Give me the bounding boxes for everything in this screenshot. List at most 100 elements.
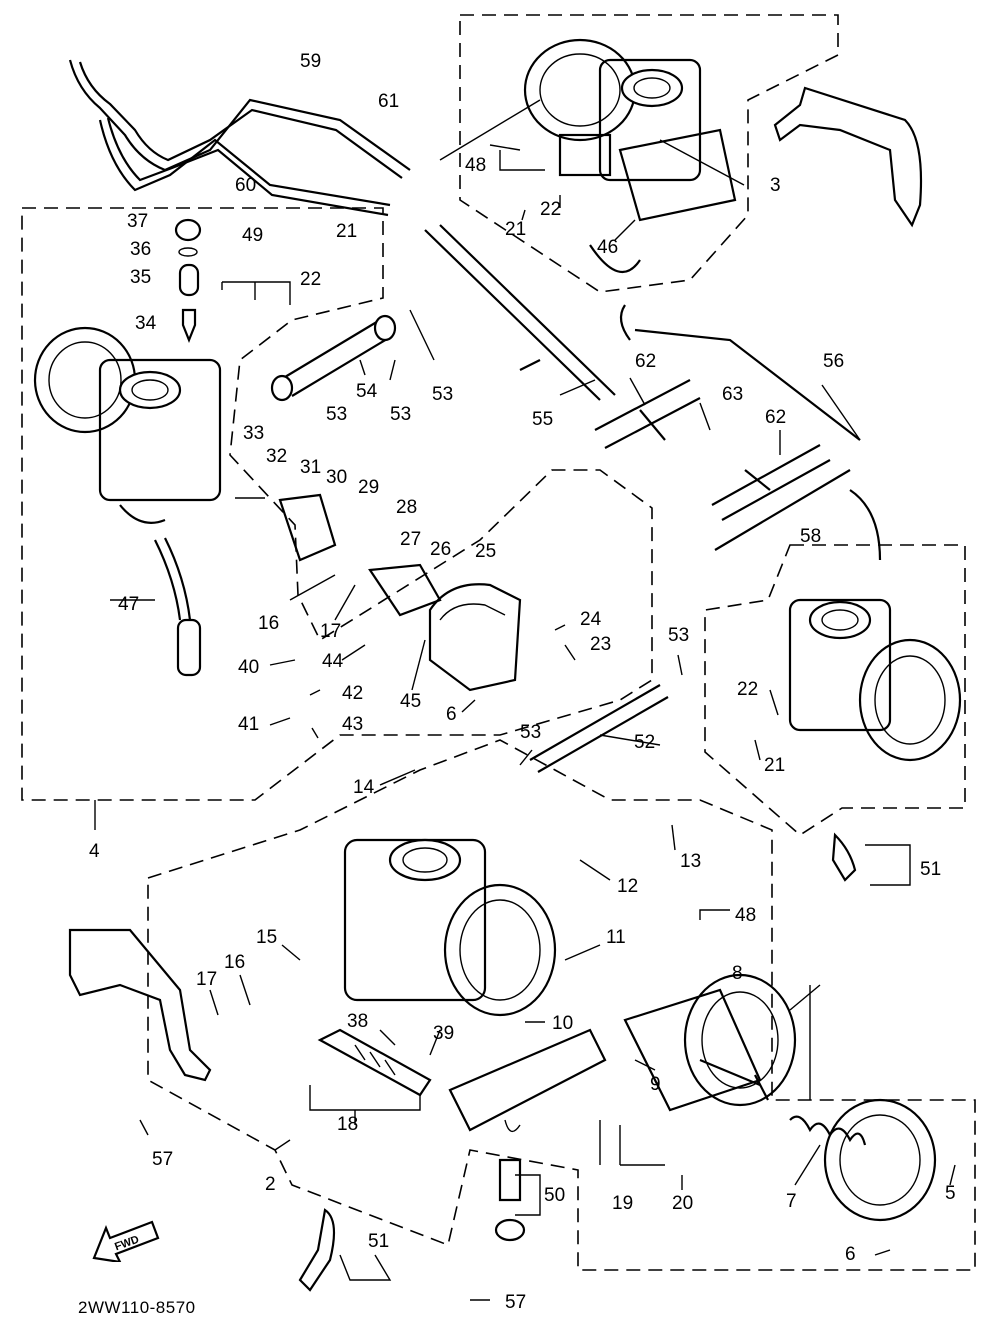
part-label: 22 xyxy=(737,679,759,700)
carburetor-top xyxy=(523,38,737,273)
pipe-62a xyxy=(594,379,701,449)
part-label: 63 xyxy=(722,384,744,405)
part-label: 44 xyxy=(322,651,344,672)
part-label: 24 xyxy=(580,609,602,630)
part-label: 59 xyxy=(300,51,322,72)
part-label: 23 xyxy=(590,634,612,655)
assembly-2-boundary xyxy=(147,739,976,1271)
plate-10 xyxy=(448,1028,607,1133)
part-label: 56 xyxy=(823,351,845,372)
part-label: 21 xyxy=(764,755,786,776)
part-label: 52 xyxy=(634,732,656,753)
part-label: 25 xyxy=(475,541,497,562)
part-label: 6 xyxy=(446,704,457,725)
part-label: 49 xyxy=(242,225,264,246)
part-label: 53 xyxy=(390,404,412,425)
part-label: 43 xyxy=(342,714,364,735)
lever-51-lower xyxy=(298,1208,336,1292)
part-label: 7 xyxy=(786,1191,797,1212)
pipe-54 xyxy=(270,314,397,402)
part-label: 36 xyxy=(130,239,152,260)
part-label: 33 xyxy=(243,423,265,444)
part-label: 14 xyxy=(353,777,375,798)
lever-51-upper xyxy=(831,832,857,882)
cable-58 xyxy=(714,469,882,561)
link-rod-55 xyxy=(424,224,616,401)
part-label: 15 xyxy=(256,927,278,948)
parts-34-37 xyxy=(174,218,202,343)
part-label: 18 xyxy=(337,1114,359,1135)
part-label: 60 xyxy=(235,175,257,196)
cover-7 xyxy=(823,1098,937,1222)
part-label: 6 xyxy=(845,1244,856,1265)
assembly-3-boundary xyxy=(459,14,839,293)
part-label: 53 xyxy=(432,384,454,405)
part-label: 30 xyxy=(326,467,348,488)
part-label: 4 xyxy=(89,841,100,862)
part-label: 40 xyxy=(238,657,260,678)
rod-56 xyxy=(619,304,861,441)
part-label: 53 xyxy=(520,722,542,743)
part-label: 41 xyxy=(238,714,260,735)
part-label: 62 xyxy=(635,351,657,372)
part-label: 12 xyxy=(617,876,639,897)
fuel-hose-60 xyxy=(98,117,391,217)
part-label: 42 xyxy=(342,683,364,704)
part-label: 35 xyxy=(130,267,152,288)
carburetor-left xyxy=(33,326,222,524)
part-label: 55 xyxy=(532,409,554,430)
forward-arrow-icon: FWD xyxy=(92,1218,162,1264)
part-label: 21 xyxy=(336,221,358,242)
part-label: 31 xyxy=(300,457,322,478)
part-label: 16 xyxy=(258,613,280,634)
carburetor-right xyxy=(788,598,962,762)
spring-18 xyxy=(317,1028,432,1097)
part-label: 29 xyxy=(358,477,380,498)
part-label: 16 xyxy=(224,952,246,973)
assembly-4-boundary xyxy=(21,207,653,801)
part-label: 17 xyxy=(320,621,342,642)
part-label: 22 xyxy=(300,269,322,290)
part-label: 13 xyxy=(680,851,702,872)
carburetor-center xyxy=(343,838,557,1017)
part-label: 22 xyxy=(540,199,562,220)
part-label: 61 xyxy=(378,91,400,112)
leader-lines xyxy=(94,99,956,1301)
part-label: 11 xyxy=(606,927,626,948)
part-label: 37 xyxy=(127,211,149,232)
diagram-code: 2WW110-8570 xyxy=(78,1298,196,1317)
part-label: 10 xyxy=(552,1013,574,1034)
part-label: 50 xyxy=(544,1185,566,1206)
diaphragm-housing-25 xyxy=(278,493,522,692)
part-label: 54 xyxy=(356,381,378,402)
part-label: 19 xyxy=(612,1193,634,1214)
part-label: 26 xyxy=(430,539,452,560)
bracket-left-2 xyxy=(68,928,212,1082)
part-label: 53 xyxy=(326,404,348,425)
part-label: 48 xyxy=(735,905,757,926)
part-label: 27 xyxy=(400,529,422,550)
part-label: 21 xyxy=(505,219,527,240)
part-label: 51 xyxy=(920,859,942,880)
part-label: 57 xyxy=(152,1149,174,1170)
part-label: 9 xyxy=(650,1074,661,1095)
part-label: 3 xyxy=(770,175,781,196)
part-label: 38 xyxy=(347,1011,369,1032)
part-label: 47 xyxy=(118,594,140,615)
part-label: 20 xyxy=(672,1193,694,1214)
part-label: 2 xyxy=(265,1174,276,1195)
part-label: 17 xyxy=(196,969,218,990)
part-label: 45 xyxy=(400,691,422,712)
part-label: 28 xyxy=(396,497,418,518)
part-label: 46 xyxy=(597,237,619,258)
pipe-62b xyxy=(711,444,831,521)
part-label: 8 xyxy=(732,963,743,984)
bracket-top-right xyxy=(773,86,923,228)
pipe-52 xyxy=(529,684,669,773)
part-label: 39 xyxy=(433,1023,455,1044)
part-label: 62 xyxy=(765,407,787,428)
hose-47 xyxy=(154,537,202,677)
part-label: 53 xyxy=(668,625,690,646)
screw-50 xyxy=(494,1158,526,1242)
